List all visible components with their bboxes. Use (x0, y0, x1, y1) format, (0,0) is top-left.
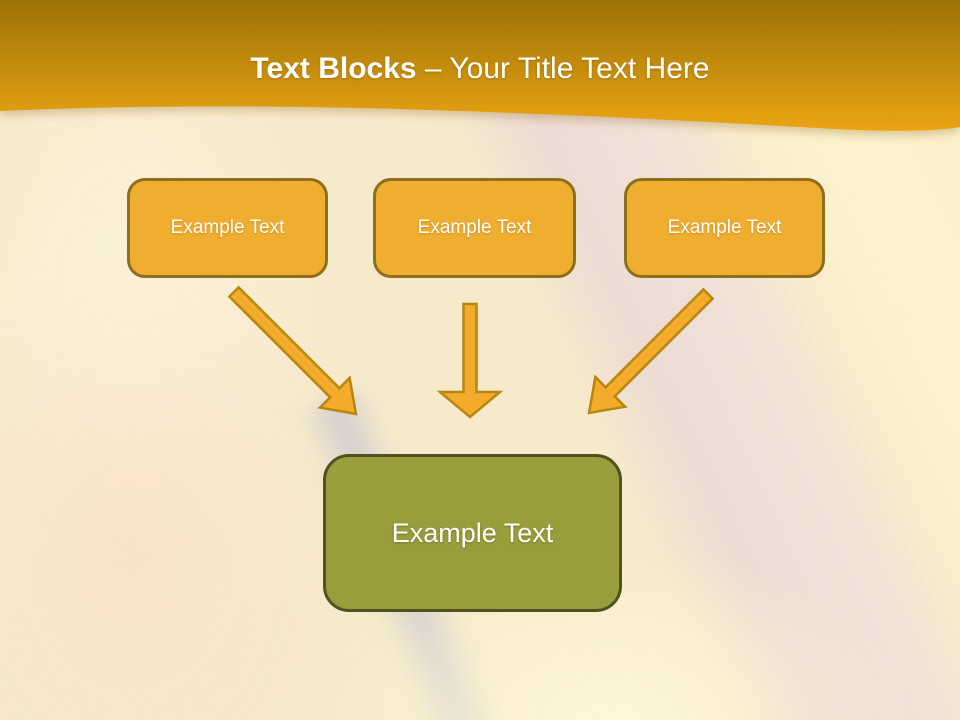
text-block-3-label: Example Text (667, 217, 782, 238)
text-block-1[interactable]: Example Text (127, 178, 328, 278)
text-block-2-label: Example Text (417, 217, 532, 238)
arrow-down-icon[interactable] (436, 302, 504, 419)
title-banner (0, 0, 960, 131)
result-block[interactable]: Example Text (323, 454, 622, 612)
text-block-2[interactable]: Example Text (373, 178, 576, 278)
arrow-down-right-icon[interactable] (227, 285, 358, 416)
slide-title-rest: – Your Title Text Here (416, 52, 710, 85)
text-block-3[interactable]: Example Text (624, 178, 825, 278)
banner-wave-shape (0, 0, 960, 131)
text-block-1-label: Example Text (170, 217, 285, 238)
result-block-label: Example Text (391, 517, 554, 548)
slide-title[interactable]: Text Blocks – Your Title Text Here (0, 52, 960, 86)
arrow-down-left-icon[interactable] (587, 287, 715, 415)
slide-title-bold: Text Blocks (250, 52, 417, 85)
